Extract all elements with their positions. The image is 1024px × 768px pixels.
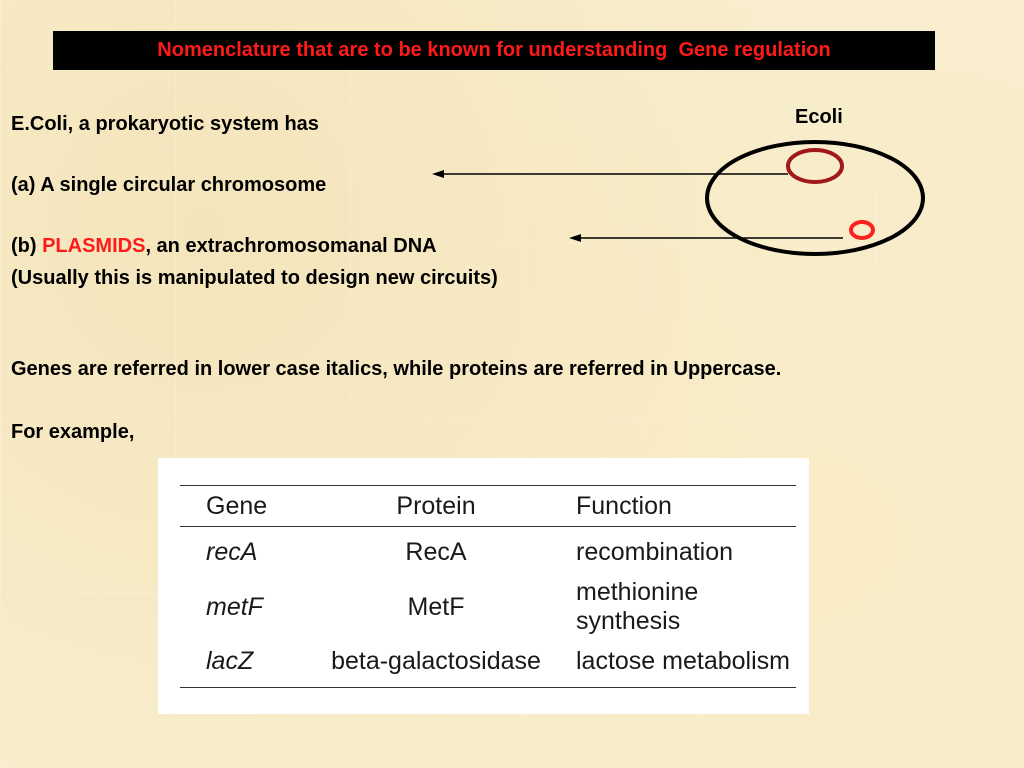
item-b-note: (Usually this is manipulated to design n… — [11, 267, 498, 289]
header-function: Function — [576, 491, 672, 520]
gene-cell: metF — [206, 592, 263, 621]
table-row: metF MetF methionine synthesis — [180, 578, 796, 636]
gene-cell: recA — [206, 538, 258, 566]
function-cell: recombination — [576, 538, 734, 566]
genes-note: Genes are referred in lower case italics… — [11, 358, 782, 380]
plasmids-highlight: PLASMIDS — [42, 235, 146, 257]
ecoli-label: Ecoli — [795, 106, 843, 128]
protein-cell: RecA — [405, 538, 467, 566]
protein-cell: MetF — [407, 592, 465, 621]
header-gene: Gene — [206, 491, 268, 520]
header-protein: Protein — [396, 491, 476, 520]
cell-outline — [705, 140, 925, 256]
title-banner: Nomenclature that are to be known for un… — [53, 31, 935, 70]
table-header-row: Gene Protein Function — [180, 485, 796, 527]
item-a-line: (a) A single circular chromosome — [11, 174, 327, 196]
function-cell: lactose metabolism — [576, 647, 790, 675]
gene-cell: lacZ — [206, 647, 254, 675]
plasmid-shape — [849, 220, 875, 240]
table-row: lacZ beta-galactosidase lactose metaboli… — [180, 636, 796, 688]
item-b-prefix: (b) — [11, 235, 43, 257]
intro-line: E.Coli, a prokaryotic system has — [11, 113, 319, 135]
function-cell: methionine synthesis — [576, 578, 699, 635]
item-b-line: (b) PLASMIDS, an extrachromosomanal DNA — [11, 234, 437, 258]
protein-cell: beta-galactosidase — [331, 647, 541, 675]
slide-title: Nomenclature that are to be known for un… — [157, 39, 831, 61]
chromosome-shape — [786, 148, 844, 184]
gene-table: Gene Protein Function recA RecA recombin… — [180, 485, 796, 688]
gene-table-image: Gene Protein Function recA RecA recombin… — [158, 458, 809, 714]
plasmid-arrow — [569, 234, 843, 242]
item-b-suffix: , an extrachromosomanal DNA — [145, 235, 437, 257]
for-example-line: For example, — [11, 421, 135, 443]
chromosome-arrow — [432, 170, 788, 178]
table-row: recA RecA recombination — [180, 527, 796, 579]
